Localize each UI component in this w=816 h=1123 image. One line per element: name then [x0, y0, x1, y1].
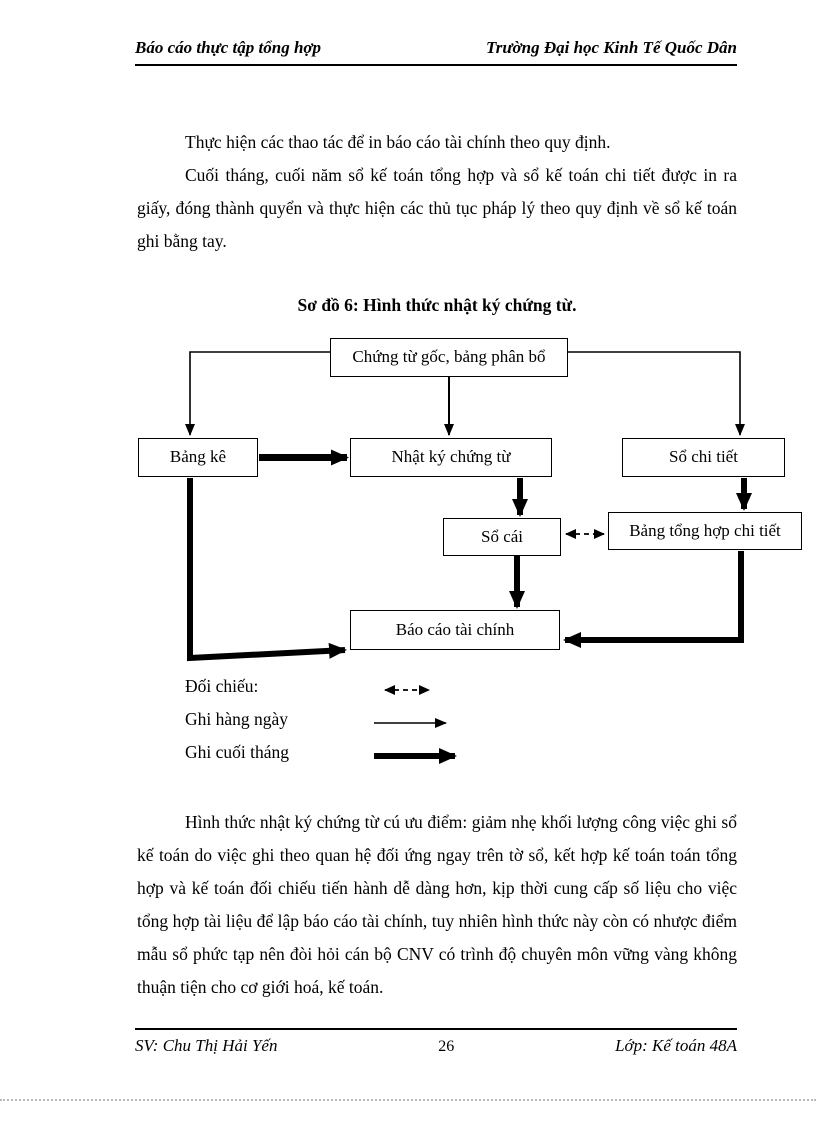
paragraph-3: Hình thức nhật ký chứng từ cú ưu điểm: g…	[137, 812, 737, 997]
flow-box-nhat-ky-chung-tu: Nhật ký chứng từ	[350, 438, 552, 477]
page-footer: SV: Chu Thị Hải Yến 26 Lớp: Kế toán 48A	[135, 1028, 737, 1056]
flow-box-so-cai: Sổ cái	[443, 518, 561, 556]
footer-student-name: SV: Chu Thị Hải Yến	[135, 1036, 278, 1055]
flow-box-bang-ke: Bảng kê	[138, 438, 258, 477]
legend-label-ghi-cuoi-thang: Ghi cuối tháng	[185, 742, 290, 762]
flow-box-so-chi-tiet: Sổ chi tiết	[622, 438, 785, 477]
legend-label-ghi-hang-ngay: Ghi hàng ngày	[185, 709, 289, 729]
paragraph-2: Cuối tháng, cuối năm sổ kế toán tổng hợp…	[137, 165, 737, 251]
legend-label-doi-chieu: Đối chiếu:	[185, 676, 259, 696]
page-header: Báo cáo thực tập tổng hợp Trường Đại học…	[135, 38, 737, 66]
footer-class-name: Lớp: Kế toán 48A	[615, 1036, 737, 1055]
flow-box-bang-tong-hop-chi-tiet: Bảng tổng hợp chi tiết	[608, 512, 802, 550]
page-bottom-dotted-line	[0, 1099, 816, 1101]
connector-bangtonghop-to-baocao	[563, 551, 744, 648]
diagram-title: Sơ đồ 6: Hình thức nhật ký chứng từ.	[297, 295, 577, 315]
flow-box-chung-tu-goc: Chứng từ gốc, bảng phân bổ	[330, 338, 568, 377]
body-text-block: Thực hiện các thao tác để in báo cáo tài…	[137, 126, 737, 258]
header-right-title: Trường Đại học Kinh Tế Quốc Dân	[485, 38, 737, 57]
header-left-title: Báo cáo thực tập tổng hợp	[135, 38, 322, 57]
flowchart-diagram: Bảng tổng hợp chi tiết (dashed, double a…	[0, 330, 816, 780]
connector-bangke-to-baocao	[187, 478, 347, 662]
paragraph-1: Thực hiện các thao tác để in báo cáo tài…	[185, 132, 611, 152]
page-number: 26	[438, 1038, 455, 1055]
connector-chungtu-to-sochitiet	[568, 351, 745, 436]
flow-box-bao-cao-tai-chinh: Báo cáo tài chính	[350, 610, 560, 650]
connector-chungtu-to-bangke	[185, 351, 330, 436]
flowchart-connectors: Bảng tổng hợp chi tiết (dashed, double a…	[185, 351, 752, 764]
